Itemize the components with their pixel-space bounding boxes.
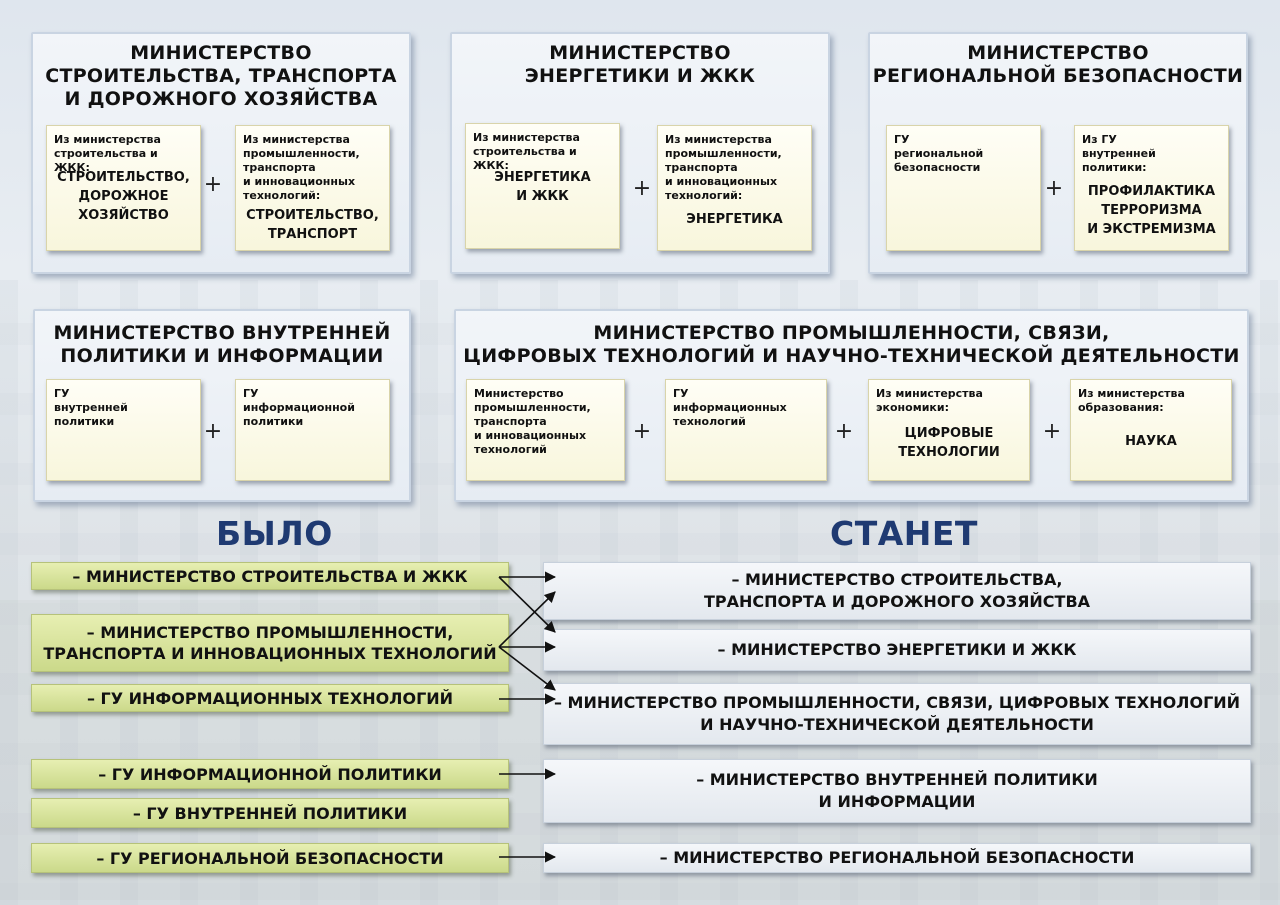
card-source-text: Из министерства образования: <box>1078 387 1185 414</box>
card-function-text: ЭНЕРГЕТИКА <box>686 212 783 227</box>
panel-title: МИНИСТЕРСТВО ВНУТРЕННЕЙ ПОЛИТИКИ И ИНФОР… <box>53 322 391 367</box>
before-item-regional-security: – ГУ РЕГИОНАЛЬНОЙ БЕЗОПАСНОСТИ <box>31 843 509 873</box>
card-function-text: СТРОИТЕЛЬСТВО, ДОРОЖНОЕ ХОЗЯЙСТВО <box>57 170 190 223</box>
panel-title: МИНИСТЕРСТВО ЭНЕРГЕТИКИ И ЖКК <box>524 42 756 87</box>
card-from-construction: Из министерства строительства и ЖКК: ЭНЕ… <box>465 123 620 249</box>
panel-title: МИНИСТЕРСТВО ПРОМЫШЛЕННОСТИ, СВЯЗИ, ЦИФР… <box>463 322 1240 367</box>
card-function-text: ПРОФИЛАКТИКА ТЕРРОРИЗМА И ЭКСТРЕМИЗМА <box>1087 184 1216 237</box>
after-item-construction-transport-roads: – МИНИСТЕРСТВО СТРОИТЕЛЬСТВА, ТРАНСПОРТА… <box>543 562 1251 620</box>
card-source-text: Из министерства строительства и ЖКК: <box>54 133 161 174</box>
card-from-construction: Из министерства строительства и ЖКК: СТР… <box>46 125 201 251</box>
plus-icon: + <box>203 419 223 444</box>
card-internal-policy: ГУ внутренней политики <box>46 379 201 481</box>
card-it-agency: ГУ информационных технологий <box>665 379 827 481</box>
card-source-text: ГУ информационных технологий <box>673 387 787 428</box>
heading-after: СТАНЕТ <box>830 514 978 553</box>
card-function-text: НАУКА <box>1125 434 1177 449</box>
card-regional-security: ГУ региональной безопасности <box>886 125 1041 251</box>
card-from-economy: Из министерства экономики: ЦИФРОВЫЕ ТЕХН… <box>868 379 1030 481</box>
after-item-regional-security: – МИНИСТЕРСТВО РЕГИОНАЛЬНОЙ БЕЗОПАСНОСТИ <box>543 843 1251 873</box>
panel-construction-ministry: МИНИСТЕРСТВО СТРОИТЕЛЬСТВА, ТРАНСПОРТА И… <box>31 32 411 274</box>
plus-icon: + <box>1044 176 1064 201</box>
card-source-text: Из ГУ внутренней политики: <box>1082 133 1156 174</box>
plus-icon: + <box>1042 419 1062 444</box>
card-industry-ministry: Министерство промышленности, транспорта … <box>466 379 625 481</box>
card-source-text: ГУ информационной политики <box>243 387 355 428</box>
plus-icon: + <box>203 172 223 197</box>
heading-before: БЫЛО <box>216 514 333 553</box>
panel-title: МИНИСТЕРСТВО СТРОИТЕЛЬСТВА, ТРАНСПОРТА И… <box>45 42 397 110</box>
card-function-text: ЭНЕРГЕТИКА И ЖКК <box>494 170 591 204</box>
card-source-text: ГУ внутренней политики <box>54 387 128 428</box>
after-item-energy-housing: – МИНИСТЕРСТВО ЭНЕРГЕТИКИ И ЖКК <box>543 629 1251 671</box>
card-source-text: Из министерства промышленности, транспор… <box>665 133 782 202</box>
card-from-industry: Из министерства промышленности, транспор… <box>235 125 390 251</box>
card-source-text: Из министерства экономики: <box>876 387 983 414</box>
panel-industry-digital-ministry: МИНИСТЕРСТВО ПРОМЫШЛЕННОСТИ, СВЯЗИ, ЦИФР… <box>454 309 1249 502</box>
card-information-policy: ГУ информационной политики <box>235 379 390 481</box>
card-from-industry: Из министерства промышленности, транспор… <box>657 125 812 251</box>
before-item-internal-policy: – ГУ ВНУТРЕННЕЙ ПОЛИТИКИ <box>31 798 509 828</box>
card-from-internal-policy: Из ГУ внутренней политики: ПРОФИЛАКТИКА … <box>1074 125 1229 251</box>
card-from-education: Из министерства образования: НАУКА <box>1070 379 1232 481</box>
plus-icon: + <box>632 419 652 444</box>
panel-internal-policy-ministry: МИНИСТЕРСТВО ВНУТРЕННЕЙ ПОЛИТИКИ И ИНФОР… <box>33 309 411 502</box>
card-function-text: СТРОИТЕЛЬСТВО, ТРАНСПОРТ <box>246 208 379 242</box>
card-source-text: ГУ региональной безопасности <box>894 133 984 174</box>
plus-icon: + <box>632 176 652 201</box>
card-function-text: ЦИФРОВЫЕ ТЕХНОЛОГИИ <box>898 426 1000 460</box>
panel-energy-ministry: МИНИСТЕРСТВО ЭНЕРГЕТИКИ И ЖКК Из министе… <box>450 32 830 274</box>
card-source-text: Министерство промышленности, транспорта … <box>474 387 591 456</box>
before-item-construction-housing: – МИНИСТЕРСТВО СТРОИТЕЛЬСТВА И ЖКК <box>31 562 509 590</box>
before-item-it-agency: – ГУ ИНФОРМАЦИОННЫХ ТЕХНОЛОГИЙ <box>31 684 509 712</box>
panel-security-ministry: МИНИСТЕРСТВО РЕГИОНАЛЬНОЙ БЕЗОПАСНОСТИ Г… <box>868 32 1248 274</box>
after-item-industry-digital: – МИНИСТЕРСТВО ПРОМЫШЛЕННОСТИ, СВЯЗИ, ЦИ… <box>543 683 1251 745</box>
panel-title: МИНИСТЕРСТВО РЕГИОНАЛЬНОЙ БЕЗОПАСНОСТИ <box>872 42 1244 87</box>
card-source-text: Из министерства промышленности, транспор… <box>243 133 360 202</box>
card-source-text: Из министерства строительства и ЖКК: <box>473 131 580 172</box>
plus-icon: + <box>834 419 854 444</box>
before-item-information-policy: – ГУ ИНФОРМАЦИОННОЙ ПОЛИТИКИ <box>31 759 509 789</box>
before-item-industry-transport: – МИНИСТЕРСТВО ПРОМЫШЛЕННОСТИ, ТРАНСПОРТ… <box>31 614 509 672</box>
after-item-internal-policy-information: – МИНИСТЕРСТВО ВНУТРЕННЕЙ ПОЛИТИКИ И ИНФ… <box>543 759 1251 823</box>
